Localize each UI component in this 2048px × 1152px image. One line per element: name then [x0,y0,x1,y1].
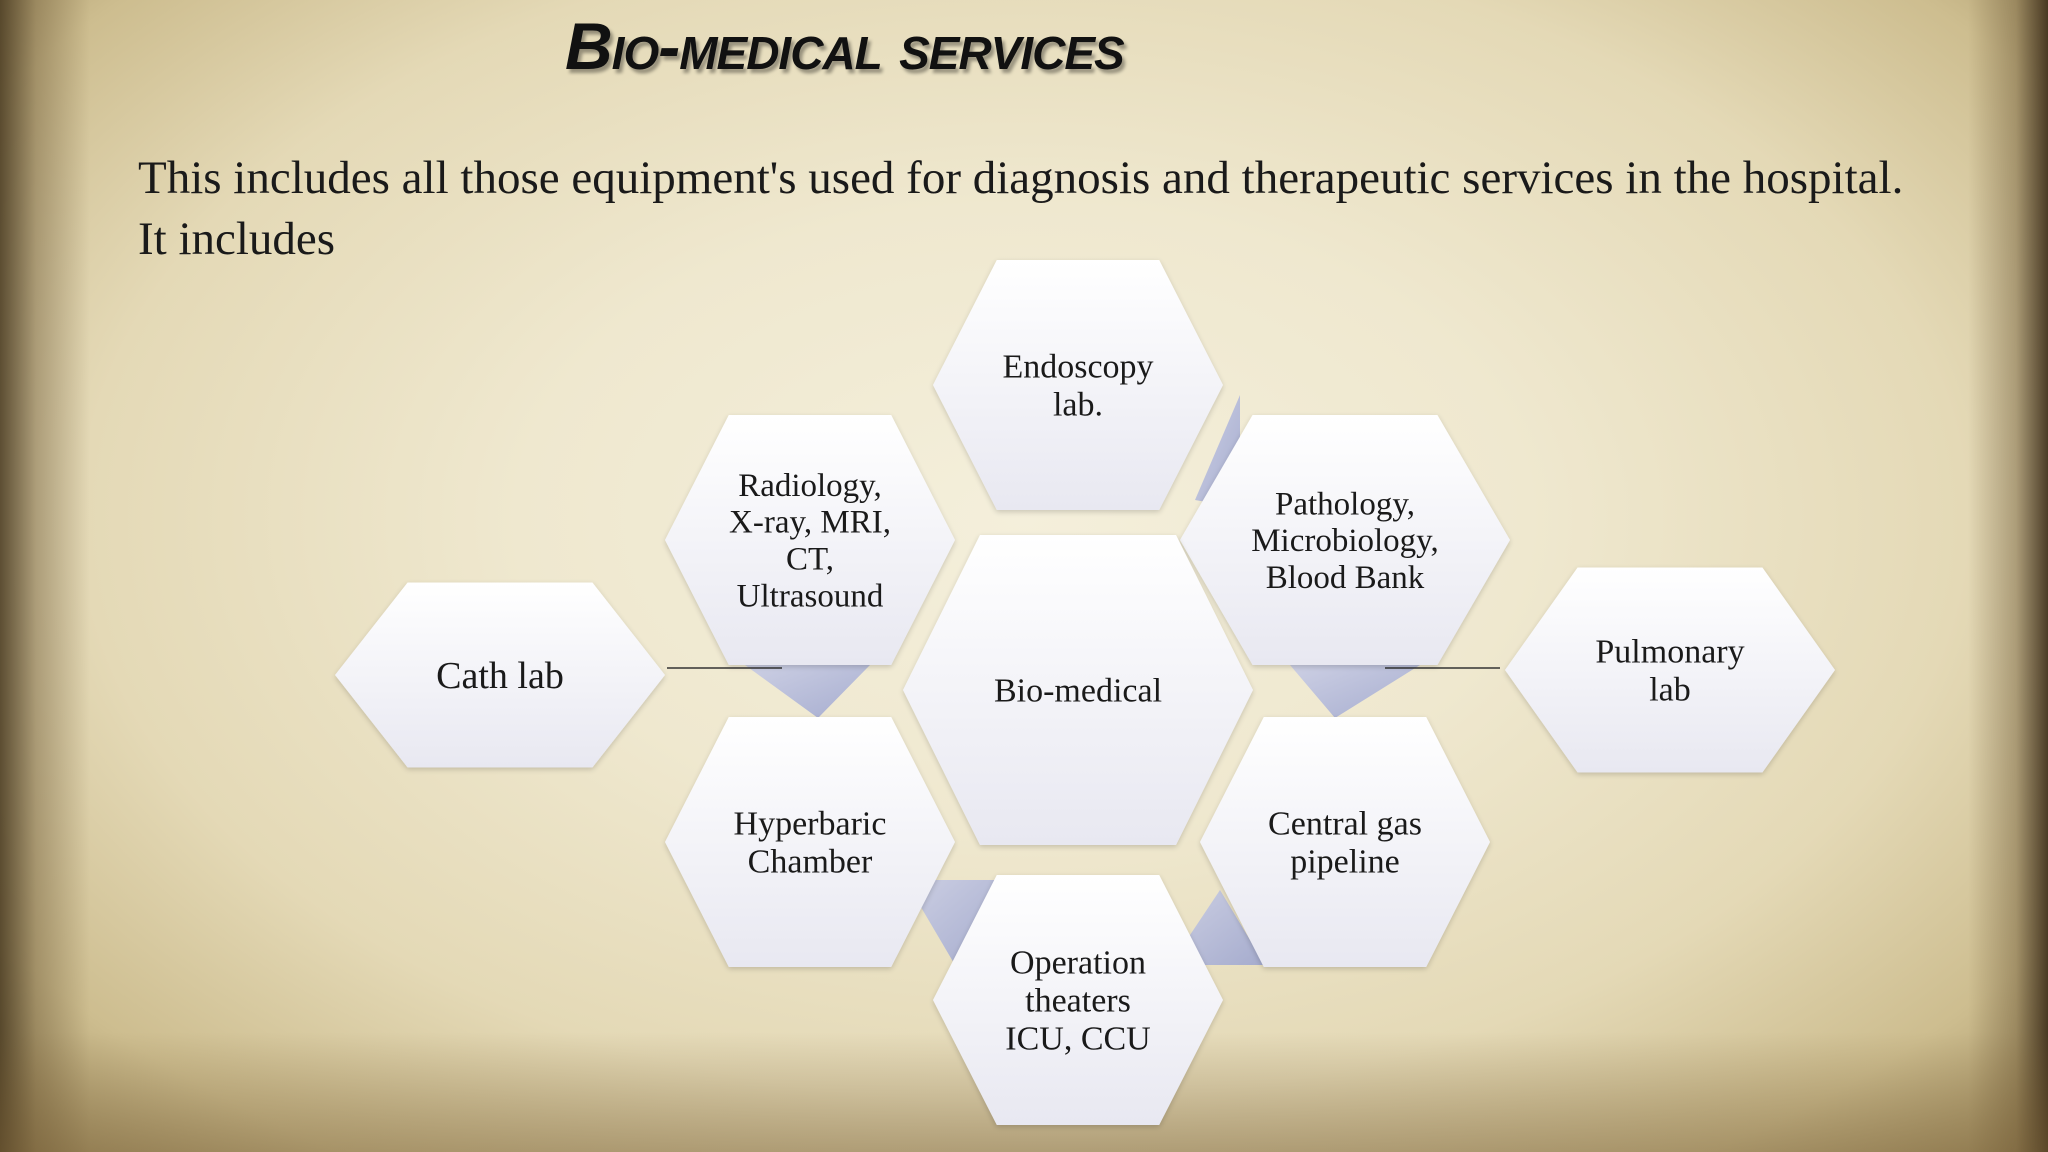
hex-bottom-label-line: theaters [1025,983,1131,1020]
hex-lower-right-label-line: pipeline [1290,844,1400,881]
accent-triangle [745,665,870,718]
hex-upper-left: Radiology,X-ray, MRI,CT,Ultrasound [665,415,955,665]
hex-outer-left-label-line: Cath lab [436,655,564,697]
hex-outer-right-label-line: lab [1649,672,1691,709]
hex-bottom-label-line: Operation [1010,944,1146,981]
hex-outer-left-shape [335,582,665,768]
hex-lower-left-label-line: Hyperbaric [734,806,887,843]
hex-lower-right-label-line: Central gas [1268,806,1422,843]
hex-center-label-line: Bio-medical [994,673,1162,710]
hex-upper-right: Pathology,Microbiology,Blood Bank [1180,415,1510,665]
slide-title: Bio-medical services [565,9,1125,83]
hex-upper-left-label-line: X-ray, MRI, [729,505,891,541]
hex-outer-right-label-line: Pulmonary [1595,634,1744,671]
hex-outer-right-shape [1505,567,1835,773]
hex-bottom-label-line: ICU, CCU [1005,1021,1150,1058]
hex-upper-left-shape [665,415,955,665]
hex-upper-right-shape [1180,415,1510,665]
accent-triangle [1290,665,1420,718]
accent-triangle [905,880,1000,965]
hex-upper-right-label-line: Microbiology, [1251,523,1439,559]
hex-upper-left-label-line: Ultrasound [737,579,884,615]
hex-top-label-line: lab. [1053,387,1103,424]
hex-center: Bio-medical [903,535,1253,845]
hex-top-shape [933,260,1223,510]
hex-lower-right-shape [1200,717,1490,967]
hex-outer-left: Cath lab [335,582,665,768]
hex-bottom-shape [933,875,1223,1125]
hex-upper-right-label-line: Pathology, [1275,486,1415,522]
hex-center-shape [903,535,1253,845]
hex-top-label-line: Endoscopy [1002,349,1153,386]
hex-upper-left-label-line: Radiology, [738,468,882,504]
hex-upper-right-label-line: Blood Bank [1266,560,1425,596]
intro-text: This includes all those equipment's used… [138,152,1904,265]
hex-lower-left-shape [665,717,955,967]
hex-upper-left-label-line: CT, [786,542,834,578]
hex-lower-left-label-line: Chamber [748,844,873,881]
